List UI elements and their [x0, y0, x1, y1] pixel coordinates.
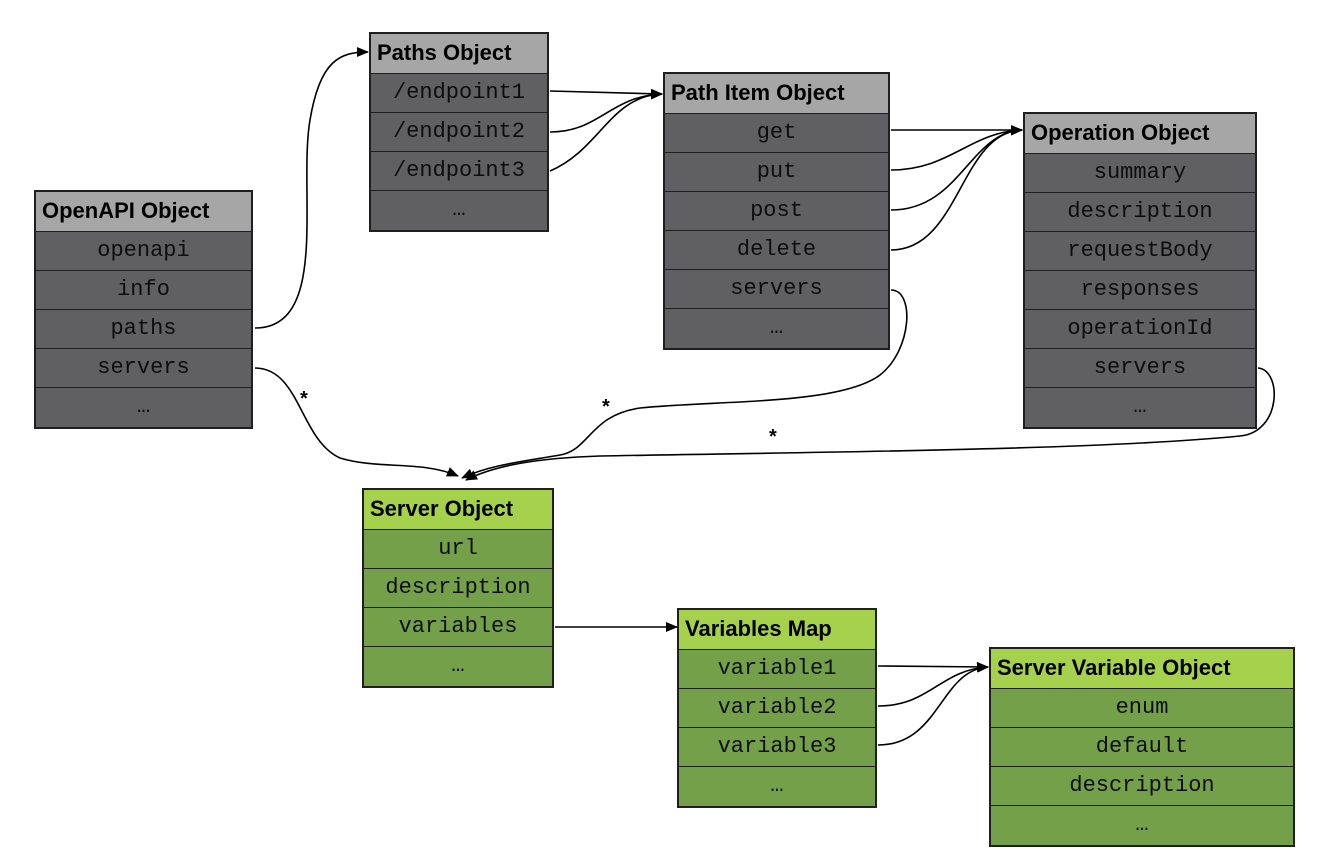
connector-paths-to-paths-object — [254, 47, 369, 329]
operation-object-title: Operation Object — [1025, 114, 1255, 154]
connector-endpoint1 — [549, 88, 663, 99]
openapi-field-info: info — [36, 271, 251, 310]
multiplicity-label: * — [769, 426, 777, 448]
multiplicity-label: * — [602, 396, 610, 418]
variables-map-title: Variables Map — [679, 610, 875, 650]
connector-operation-servers — [465, 367, 1275, 481]
openapi-field-servers: servers — [36, 349, 251, 388]
path-item-field-get: get — [665, 114, 888, 153]
operation-field-more: … — [1025, 388, 1255, 427]
path-item-field-post: post — [665, 192, 888, 231]
connector-openapi-servers — [254, 367, 459, 477]
path-item-field-more: … — [665, 309, 888, 348]
openapi-object-title: OpenAPI Object — [36, 192, 251, 232]
variables-map-field-more: … — [679, 767, 875, 806]
variables-map-field-variable2: variable2 — [679, 689, 875, 728]
server-variable-field-enum: enum — [991, 689, 1293, 728]
paths-object-title: Paths Object — [371, 34, 547, 74]
server-field-more: … — [364, 647, 552, 686]
multiplicity-label: * — [300, 388, 308, 410]
connector-endpoint2 — [549, 89, 663, 133]
connector-delete — [890, 125, 1023, 251]
server-variable-object-title: Server Variable Object — [991, 649, 1293, 689]
path-item-object-box: Path Item Object get put post delete ser… — [663, 72, 890, 350]
variables-map-box: Variables Map variable1 variable2 variab… — [677, 608, 877, 808]
connector-variable3 — [877, 662, 989, 746]
operation-field-requestbody: requestBody — [1025, 232, 1255, 271]
variables-map-field-variable3: variable3 — [679, 728, 875, 767]
path-item-object-title: Path Item Object — [665, 74, 888, 114]
connector-endpoint3 — [549, 89, 663, 172]
openapi-field-paths: paths — [36, 310, 251, 349]
connector-variable1 — [877, 661, 989, 672]
paths-field-more: … — [371, 191, 547, 230]
server-object-box: Server Object url description variables … — [362, 488, 554, 688]
operation-field-operationid: operationId — [1025, 310, 1255, 349]
connector-variable2 — [877, 662, 989, 707]
path-item-field-put: put — [665, 153, 888, 192]
openapi-object-box: OpenAPI Object openapi info paths server… — [34, 190, 253, 429]
paths-object-box: Paths Object /endpoint1 /endpoint2 /endp… — [369, 32, 549, 232]
connector-pathitem-servers — [461, 289, 908, 479]
path-item-field-delete: delete — [665, 231, 888, 270]
server-variable-field-more: … — [991, 806, 1293, 845]
server-field-variables: variables — [364, 608, 552, 647]
path-item-field-servers: servers — [665, 270, 888, 309]
operation-field-responses: responses — [1025, 271, 1255, 310]
paths-field-endpoint2: /endpoint2 — [371, 113, 547, 152]
connector-put — [890, 125, 1023, 171]
server-object-title: Server Object — [364, 490, 552, 530]
openapi-field-openapi: openapi — [36, 232, 251, 271]
server-field-url: url — [364, 530, 552, 569]
operation-field-servers: servers — [1025, 349, 1255, 388]
server-field-description: description — [364, 569, 552, 608]
operation-field-description: description — [1025, 193, 1255, 232]
server-variable-field-description: description — [991, 767, 1293, 806]
paths-field-endpoint1: /endpoint1 — [371, 74, 547, 113]
operation-object-box: Operation Object summary description req… — [1023, 112, 1257, 429]
paths-field-endpoint3: /endpoint3 — [371, 152, 547, 191]
operation-field-summary: summary — [1025, 154, 1255, 193]
connector-post — [890, 125, 1023, 211]
server-variable-field-default: default — [991, 728, 1293, 767]
server-variable-object-box: Server Variable Object enum default desc… — [989, 647, 1295, 847]
openapi-field-more: … — [36, 388, 251, 427]
variables-map-field-variable1: variable1 — [679, 650, 875, 689]
